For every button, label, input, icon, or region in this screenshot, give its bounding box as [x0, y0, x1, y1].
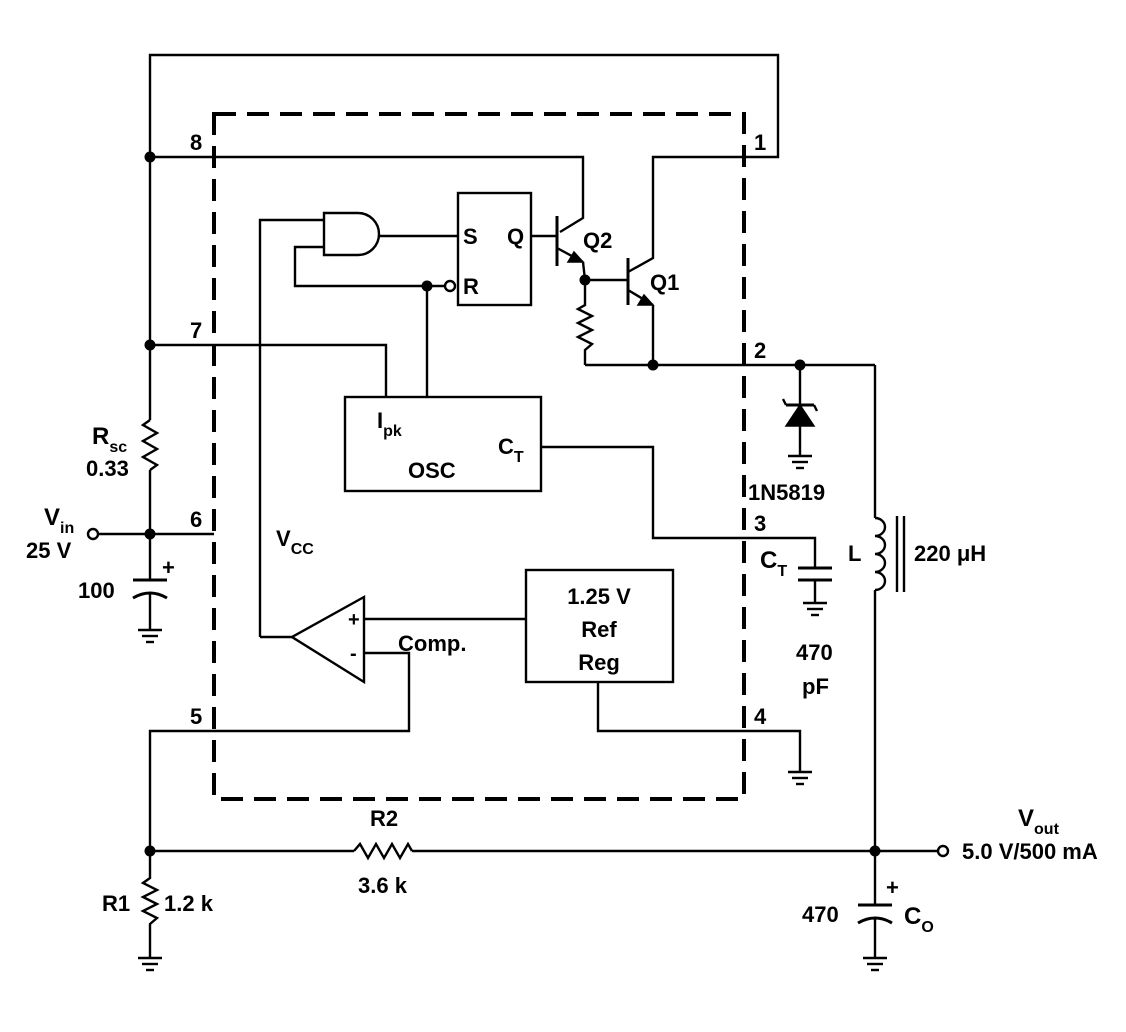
- timing-cap-value1: 470: [796, 640, 833, 665]
- comp-label: Comp.: [398, 631, 466, 656]
- cin-value: 100: [78, 578, 115, 603]
- vout-terminal: [936, 844, 950, 858]
- pin-8-label: 8: [190, 130, 202, 155]
- labels: 1 2 3 4 5 6 7 8 S Q R Q2 Q1 Ipk OSC CT V…: [26, 130, 1098, 936]
- pin-2-label: 2: [754, 338, 766, 363]
- pin-5-label: 5: [190, 704, 202, 729]
- ic-package-outline: [212, 112, 746, 801]
- pin-6-label: 6: [190, 507, 202, 532]
- osc-label: OSC: [408, 458, 456, 483]
- r2-value: 3.6 k: [358, 873, 408, 898]
- inductor-value: 220 μH: [914, 541, 986, 566]
- comp-minus-label: -: [350, 643, 357, 665]
- junctions: [86, 151, 950, 858]
- rsc-label: Rsc: [92, 423, 127, 456]
- and-gate: [322, 211, 381, 257]
- inductor-coil: [874, 516, 887, 592]
- pin-1-label: 1: [754, 130, 766, 155]
- reference-box: [524, 568, 675, 684]
- ref-line1: 1.25 V: [567, 584, 631, 609]
- vin-value: 25 V: [26, 538, 72, 563]
- vcc-label: VCC: [276, 526, 314, 558]
- input-wiring: [98, 53, 780, 644]
- cout-label: CO: [904, 903, 934, 936]
- r1-value: 1.2 k: [164, 891, 214, 916]
- comparator-triangle: [289, 594, 366, 685]
- r2-resistor: [353, 841, 414, 861]
- vout-label: Vout: [1018, 805, 1060, 838]
- pin-4-label: 4: [754, 704, 767, 729]
- ref-line3: Reg: [578, 650, 620, 675]
- ff-r-label: R: [463, 274, 479, 299]
- r1-resistor: [140, 851, 160, 958]
- cout-plus: +: [886, 875, 899, 900]
- cout-value: 470: [802, 902, 839, 927]
- pin-3-label: 3: [754, 511, 766, 536]
- timing-cap-label: CT: [760, 547, 787, 580]
- oscillator-box: [343, 395, 543, 493]
- flip-flop-box: [456, 191, 533, 307]
- ff-q-label: Q: [507, 224, 524, 249]
- schottky-diode: [784, 403, 816, 427]
- osc-ct-label: CT: [498, 434, 524, 466]
- cin-plus: +: [162, 555, 175, 580]
- r2-name: R2: [370, 806, 398, 831]
- timing-cap-value2: pF: [802, 674, 829, 699]
- vin-terminal: [86, 527, 100, 541]
- diode-label: 1N5819: [748, 480, 825, 505]
- output-wiring: [138, 365, 938, 972]
- ff-s-label: S: [463, 224, 478, 249]
- control-logic: [148, 191, 875, 851]
- reset-inverter-bubble: [443, 279, 457, 293]
- inductor-name: L: [848, 541, 861, 566]
- r1-name: R1: [102, 891, 130, 916]
- comp-plus-label: +: [348, 609, 360, 631]
- q1-label: Q1: [650, 270, 679, 295]
- rsc-value: 0.33: [86, 456, 129, 481]
- q2-label: Q2: [583, 228, 612, 253]
- vout-value: 5.0 V/500 mA: [962, 839, 1098, 864]
- ipk-label: Ipk: [377, 408, 402, 440]
- vin-label: Vin: [44, 504, 74, 537]
- pin-7-label: 7: [190, 318, 202, 343]
- ref-line2: Ref: [581, 617, 617, 642]
